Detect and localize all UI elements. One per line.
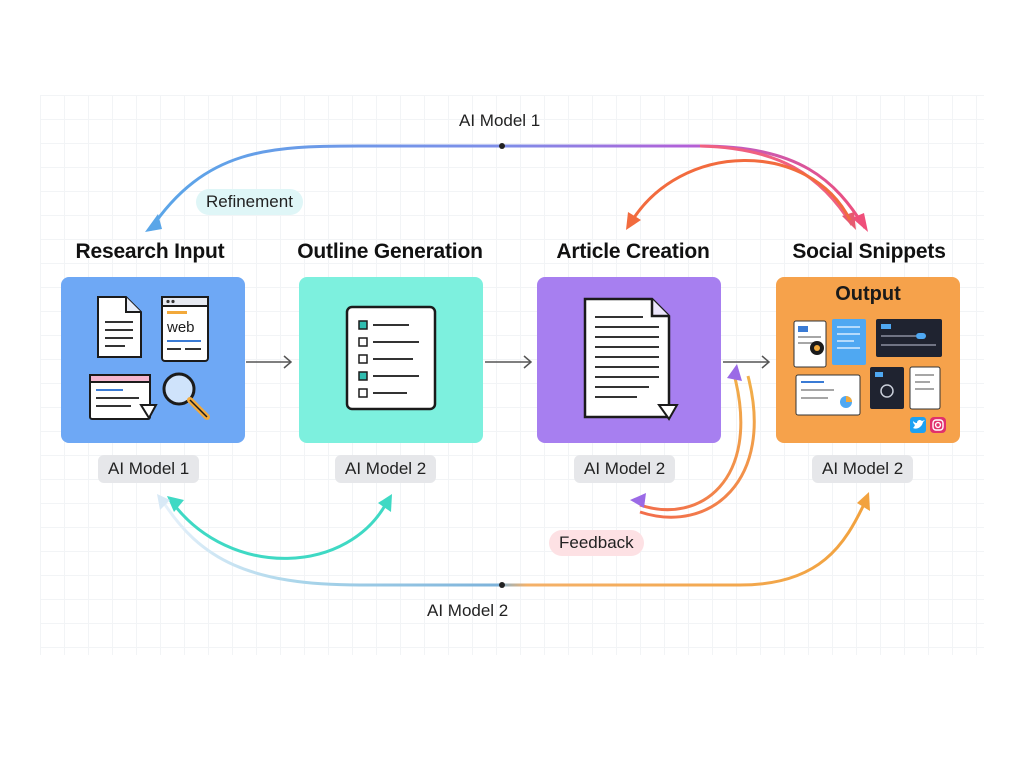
feedback-arrowhead-up [727,364,742,381]
feedback-tag: Feedback [549,530,644,556]
outline-generation-card[interactable] [299,277,483,443]
top-arc-line-2 [699,144,854,226]
article-document-icon [583,297,679,421]
feedback-arrowhead-left [630,493,646,508]
snippet-card-2 [832,319,866,365]
article-creation-card[interactable] [537,277,721,443]
snippet-dark-card-2 [870,367,904,409]
top-arc-line [148,144,867,231]
connector-2-head [523,355,533,369]
teal-arc-line [170,499,390,560]
twitter-icon [910,417,926,433]
social-snippets-card[interactable]: Output [776,277,960,443]
connector-3-head [761,355,771,369]
stage-title-social: Social Snippets [792,240,946,263]
web-icon-text: web [166,319,195,336]
top-link-label: AI Model 1 [459,111,541,130]
output-illustration [793,319,946,433]
snippet-card-4 [909,366,941,410]
bottom-arc-arrowhead-right [857,492,870,511]
stage-title-outline: Outline Generation [297,240,483,263]
stage-title-research: Research Input [75,240,225,263]
model-pill-outline: AI Model 2 [335,455,437,483]
orange-arc-line [628,159,852,225]
bottom-arc-line [160,499,868,587]
document-icon [97,296,142,358]
magnifier-icon [162,372,210,420]
model-pill-article: AI Model 2 [574,455,676,483]
feedback-loop-line-2 [639,375,756,519]
model-pill-research: AI Model 1 [98,455,200,483]
article-illustration [583,297,679,421]
connector-1-head [283,355,293,369]
output-title: Output [835,283,901,305]
snippet-card-3 [795,374,861,416]
teal-arc-arrowhead-right [378,494,392,512]
orange-arc-arrowhead [626,212,641,230]
research-illustration: web [89,296,210,421]
refinement-tag: Refinement [196,189,303,215]
bottom-arc-arrowhead-left [157,494,170,510]
web-browser-icon: web [161,296,209,362]
bottom-link-label: AI Model 2 [427,601,509,620]
top-arc-arrowhead-left [145,214,162,232]
top-arc-dot [499,143,505,149]
checklist-icon [345,305,437,411]
teal-arc-arrowhead-left [167,496,184,512]
top-arc-arrowhead-right-1 [852,213,868,232]
instagram-icon [930,417,946,433]
outline-illustration [345,305,437,411]
article-page-icon [89,374,158,421]
research-input-card[interactable]: web [61,277,245,443]
top-arc-arrowhead-right-2 [842,212,856,230]
bottom-arc-dot [499,582,505,588]
feedback-loop-line-1 [639,377,743,511]
snippet-card-1 [793,320,827,368]
snippet-dark-card-1 [876,319,942,357]
stage-title-article: Article Creation [556,240,710,263]
model-pill-social: AI Model 2 [812,455,914,483]
